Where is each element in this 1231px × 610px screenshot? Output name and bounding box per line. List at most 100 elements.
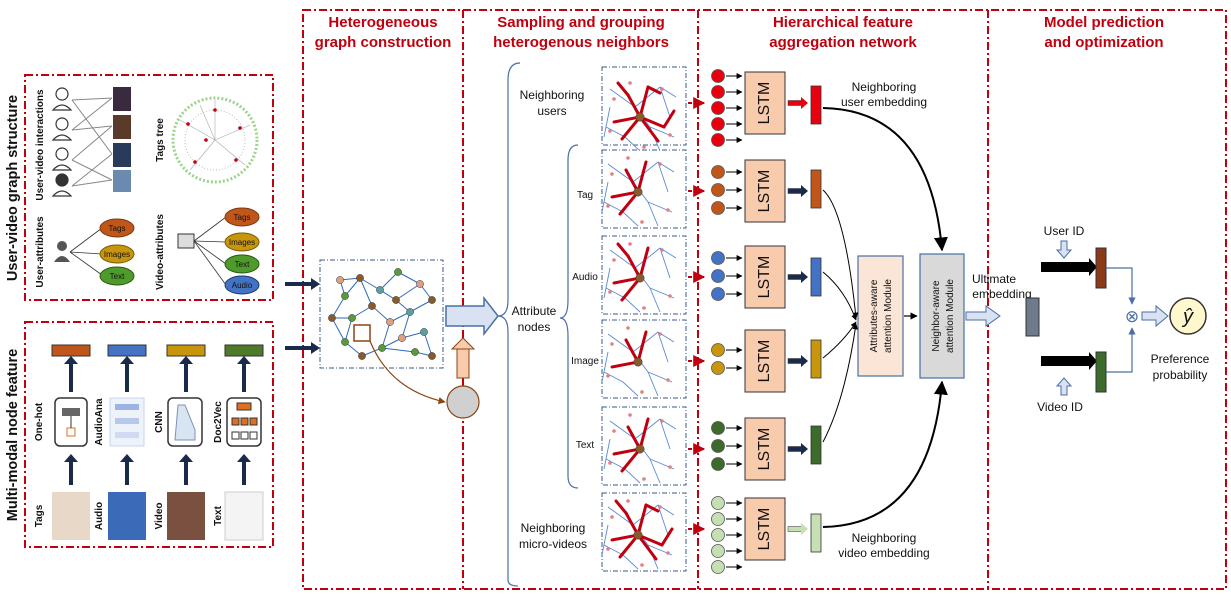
lstm-row: LSTM <box>688 245 822 309</box>
subgraph-sampled-edge <box>620 276 642 302</box>
title-multimodal: Multi-modal node feature <box>5 349 21 521</box>
subgraph-edge <box>601 351 609 383</box>
lstm-box <box>744 245 786 309</box>
subgraph-node <box>658 332 662 336</box>
input-dot <box>711 117 725 131</box>
ultimate-label-1: Ultimate <box>972 272 1016 286</box>
label-image: Image <box>571 356 599 367</box>
header-hierarchical-1: Hierarchical feature <box>773 14 913 31</box>
embedding-bar <box>810 513 822 553</box>
graph-edge <box>359 277 373 307</box>
sampling-arrow <box>445 295 499 337</box>
graph-edge <box>351 305 373 319</box>
va-tags-ellipse <box>224 207 260 227</box>
lstm-out-arrow <box>787 358 803 364</box>
subgraph-sampled-edge <box>636 330 648 364</box>
subgraph-node <box>668 294 672 298</box>
subgraph-edge <box>657 504 669 536</box>
title-graph-structure: User-video graph structure <box>5 95 21 281</box>
subgraph-sampled-edge <box>620 447 642 473</box>
subgraph-edge <box>605 126 626 138</box>
lstm-out-arrow-head <box>801 97 808 109</box>
lstm-out-arrow <box>787 100 803 106</box>
graph-node <box>336 276 344 284</box>
graph-node <box>341 292 349 300</box>
graph-edge <box>397 271 421 285</box>
user-video-interactions: User-video interactions <box>35 87 131 201</box>
subgraph-edge <box>607 333 634 353</box>
person-icon-body <box>54 256 70 262</box>
subgraph-sampled-edge <box>616 242 630 258</box>
subgraph-sampled-edge <box>638 417 650 451</box>
subgraph-edge <box>649 458 661 484</box>
neighbor-attention-label-2: attention Module <box>945 279 956 353</box>
subgraph-edge <box>603 201 624 213</box>
subgraph-sampled-edge <box>638 115 660 143</box>
sampled-subgraph <box>601 149 687 229</box>
subgraph-node <box>666 551 670 555</box>
subgraph-edge <box>603 544 624 556</box>
embedding-bar <box>810 339 822 379</box>
film-icon <box>177 233 195 249</box>
video-embedding-final <box>1095 351 1107 393</box>
curved-arrows <box>822 107 948 528</box>
subgraph-edge <box>632 161 659 183</box>
user-embedding-curve <box>822 107 948 252</box>
attr-attention-module <box>857 255 904 377</box>
attr-attention-label-2: attention Module <box>883 279 894 353</box>
lstm-out-arrow-head <box>801 185 808 197</box>
user-embedding-label-1: Neighboring <box>852 80 917 94</box>
ua-images-ellipse <box>99 244 135 264</box>
lstm-row: LSTM <box>688 159 822 223</box>
tags-tree-nodes <box>186 108 242 164</box>
lstm-out-arrow-head <box>801 271 808 283</box>
subgraph-center-node <box>633 530 643 540</box>
graph-structure-box <box>24 74 274 301</box>
subgraph-node <box>666 378 670 382</box>
lstm-out-arrow <box>787 526 803 532</box>
subgraph-edge <box>657 161 669 193</box>
hetero-graph-focus <box>353 324 371 342</box>
neighbor-attention-label-1: Neighbor-aware <box>931 280 942 352</box>
va-tags-label: Tags <box>234 213 251 222</box>
video-id-bar <box>1041 356 1091 366</box>
label-input-text: Text <box>213 505 224 525</box>
subgraph-edge <box>657 331 669 363</box>
subgraph-edge <box>622 211 639 227</box>
user-icon-body <box>51 190 73 197</box>
subgraph-node <box>606 547 610 551</box>
feature-arrows-top <box>69 362 246 392</box>
subgraph-sampled-edge <box>618 190 640 216</box>
to-ultimate-arrow <box>965 305 1001 327</box>
subgraph-node <box>658 505 662 509</box>
graph-node <box>328 314 336 322</box>
subgraph-sampled-edge <box>646 85 662 95</box>
input-dot <box>711 439 725 453</box>
subgraph-sampled-edge <box>662 109 676 129</box>
graph-edge <box>423 331 433 357</box>
va-audio-label: Audio <box>232 281 253 290</box>
subgraph-node <box>666 208 670 212</box>
subgraph-sampled-edge <box>636 533 658 561</box>
subgraph-frame <box>601 319 687 399</box>
user-icon-body <box>51 164 73 171</box>
label-onehot: One-hot <box>34 402 45 441</box>
user-embedding-final <box>1095 247 1107 289</box>
subgraph-node <box>660 248 664 252</box>
subgraph-frame <box>601 235 687 315</box>
graph-node <box>348 314 356 322</box>
ua-text-ellipse <box>99 266 135 286</box>
subgraph-edge <box>634 418 661 440</box>
subgraph-edge <box>603 106 611 138</box>
input-dot <box>711 85 725 99</box>
subgraph-edge <box>609 88 636 108</box>
feature-bar-audio <box>107 344 147 357</box>
graph-edge <box>331 317 346 343</box>
subgraph-center-node <box>633 357 643 367</box>
yhat-symbol: ŷ <box>1181 306 1194 328</box>
lstm-label: LSTM <box>756 428 773 471</box>
input-dot <box>711 101 725 115</box>
subgraph-edge <box>601 524 609 556</box>
subgraph-node <box>628 242 632 246</box>
cnn-layers <box>174 404 196 441</box>
